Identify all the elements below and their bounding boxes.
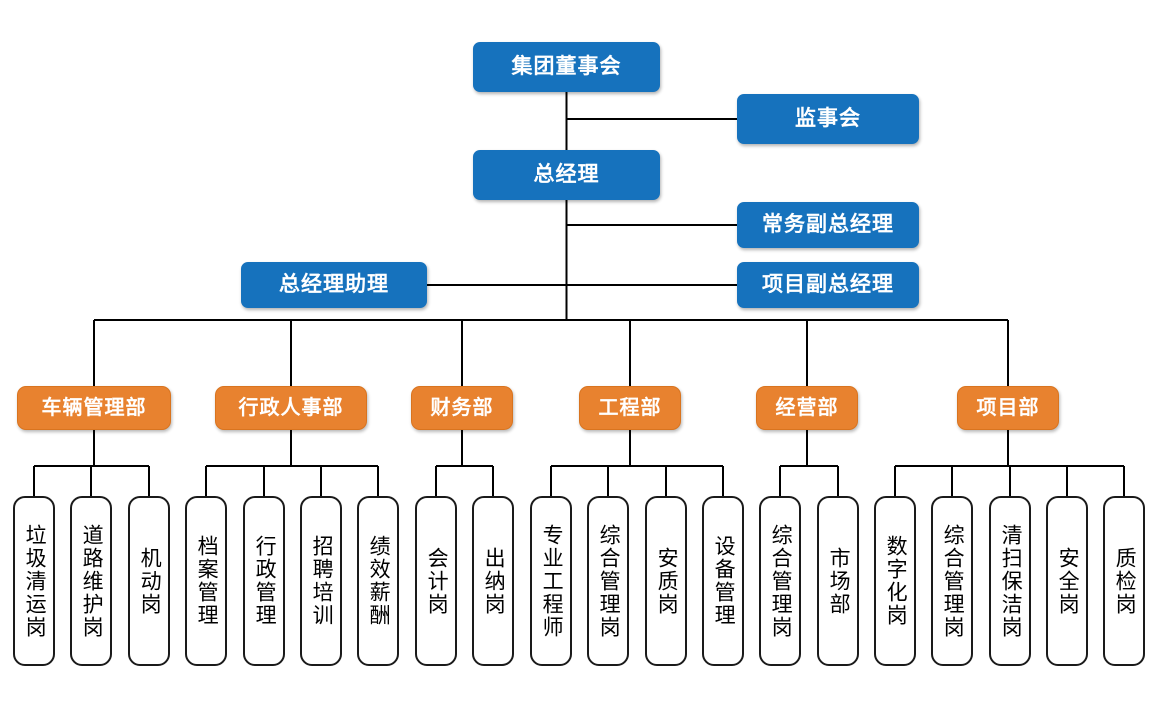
node-general-manager[interactable]: 总经理: [473, 150, 660, 200]
node-project-vice-gm[interactable]: 项目副总经理: [737, 262, 919, 308]
node-position-performance-compensation[interactable]: 绩效薪酬: [357, 496, 399, 666]
node-gm-assistant[interactable]: 总经理助理: [241, 262, 427, 308]
node-position-road-maintenance[interactable]: 道路维护岗: [70, 496, 112, 666]
node-position-motor-vehicle[interactable]: 机动岗: [128, 496, 170, 666]
node-group-board[interactable]: 集团董事会: [473, 42, 660, 92]
node-position-operation-general-management[interactable]: 综合管理岗: [759, 496, 801, 666]
node-dept-engineering[interactable]: 工程部: [579, 386, 681, 430]
node-position-recruitment-training[interactable]: 招聘培训: [300, 496, 342, 666]
node-position-project-general-management[interactable]: 综合管理岗: [931, 496, 973, 666]
node-position-engineering-general-management[interactable]: 综合管理岗: [587, 496, 629, 666]
node-position-digitalization[interactable]: 数字化岗: [874, 496, 916, 666]
node-executive-vice-gm[interactable]: 常务副总经理: [737, 202, 919, 248]
node-position-marketing[interactable]: 市场部: [817, 496, 859, 666]
node-dept-administration-hr[interactable]: 行政人事部: [215, 386, 367, 430]
node-dept-operation[interactable]: 经营部: [756, 386, 858, 430]
node-supervisory-board[interactable]: 监事会: [737, 94, 919, 144]
node-dept-project[interactable]: 项目部: [957, 386, 1059, 430]
node-dept-vehicle-management[interactable]: 车辆管理部: [17, 386, 171, 430]
node-position-administrative-management[interactable]: 行政管理: [243, 496, 285, 666]
node-position-garbage-removal[interactable]: 垃圾清运岗: [13, 496, 55, 666]
node-position-accounting[interactable]: 会计岗: [415, 496, 457, 666]
node-position-safety[interactable]: 安全岗: [1046, 496, 1088, 666]
node-position-equipment-management[interactable]: 设备管理: [702, 496, 744, 666]
node-position-safety-quality[interactable]: 安质岗: [645, 496, 687, 666]
node-position-cashier[interactable]: 出纳岗: [472, 496, 514, 666]
node-position-archive-management[interactable]: 档案管理: [185, 496, 227, 666]
node-dept-finance[interactable]: 财务部: [411, 386, 513, 430]
node-position-professional-engineer[interactable]: 专业工程师: [530, 496, 572, 666]
node-position-cleaning-sanitation[interactable]: 清扫保洁岗: [989, 496, 1031, 666]
node-position-quality-inspection[interactable]: 质检岗: [1103, 496, 1145, 666]
